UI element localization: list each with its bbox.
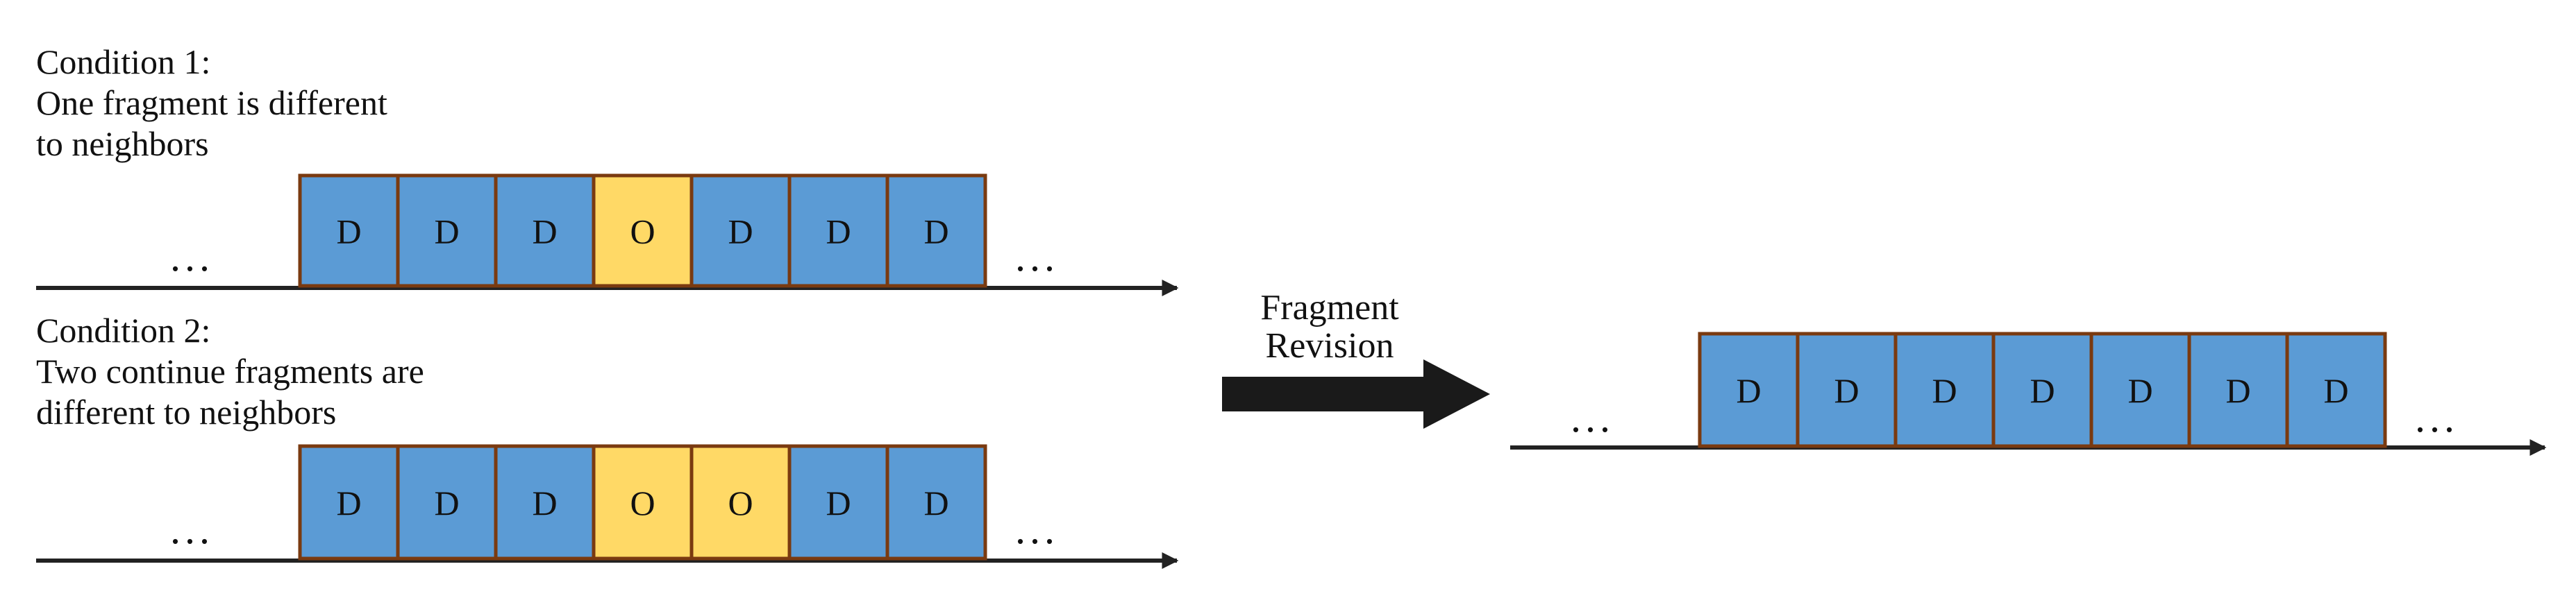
fragment-box xyxy=(1991,332,2093,448)
fragment-box xyxy=(1893,332,1996,448)
condition2-ellipsis-left: ... xyxy=(170,506,214,552)
revised-fragment-track: ... ... D D D D D D D xyxy=(1510,332,2547,456)
fragment-box xyxy=(1698,332,1800,448)
fragment-cell-default: D xyxy=(494,173,596,288)
condition1-title: Condition 1: xyxy=(36,42,210,81)
condition1-description-line1: One fragment is different xyxy=(36,83,387,122)
fragment-label: D xyxy=(1834,371,1859,410)
fragment-label: D xyxy=(1736,371,1761,410)
condition1-fragment-track: ... ... D D D O D D D xyxy=(36,173,1179,296)
fragment-box xyxy=(494,444,596,561)
fragment-label: D xyxy=(923,212,948,251)
fragment-cell-default: D xyxy=(1796,332,1898,448)
fragment-box xyxy=(885,444,987,561)
fragment-label: O xyxy=(630,484,655,522)
fragment-label: D xyxy=(336,484,361,522)
fragment-box xyxy=(396,173,498,288)
fragment-box xyxy=(396,444,498,561)
fragment-box xyxy=(298,444,400,561)
fragment-cell-default: D xyxy=(494,444,596,561)
condition2-title: Condition 2: xyxy=(36,311,210,350)
fragment-label: D xyxy=(532,212,557,251)
fragment-cell-default: D xyxy=(396,444,498,561)
fragment-cell-default: D xyxy=(298,444,400,561)
fragment-box xyxy=(1796,332,1898,448)
fragment-cell-default: D xyxy=(2285,332,2387,448)
condition2-description-line2: different to neighbors xyxy=(36,393,336,432)
fragment-revision-arrow: Fragment Revision xyxy=(1222,288,1490,429)
fragment-label: D xyxy=(434,212,459,251)
fragment-cell-default: D xyxy=(1893,332,1996,448)
fragment-cell-default: D xyxy=(885,444,987,561)
fragment-label: D xyxy=(532,484,557,522)
revision-label-line2: Revision xyxy=(1266,326,1394,366)
fragment-cell-default: D xyxy=(1991,332,2093,448)
condition2-label: Condition 2: Two continue fragments are … xyxy=(36,311,424,432)
fragment-cell-default: D xyxy=(787,173,889,288)
fragment-label: D xyxy=(434,484,459,522)
fragment-label: D xyxy=(826,484,851,522)
condition2-ellipsis-right: ... xyxy=(1015,506,1059,552)
condition1-description-line2: to neighbors xyxy=(36,124,209,163)
fragment-box xyxy=(494,173,596,288)
fragment-label: D xyxy=(923,484,948,522)
fragment-cell-default: D xyxy=(689,173,792,288)
fragment-label: D xyxy=(728,212,753,251)
fragment-label: D xyxy=(2225,371,2250,410)
fragment-box xyxy=(2285,332,2387,448)
condition1-ellipsis-right: ... xyxy=(1015,234,1059,280)
fragment-label: O xyxy=(630,212,655,251)
fragment-cell-outlier: O xyxy=(592,173,694,288)
fragment-label: D xyxy=(2030,371,2055,410)
fragment-cell-default: D xyxy=(2089,332,2191,448)
fragment-cell-default: D xyxy=(396,173,498,288)
fragment-cell-outlier: O xyxy=(689,444,792,561)
fragment-cell-outlier: O xyxy=(592,444,694,561)
condition2-description-line1: Two continue fragments are xyxy=(36,352,424,391)
fragment-label: D xyxy=(1932,371,1957,410)
fragment-label: D xyxy=(2127,371,2152,410)
condition1-label: Condition 1: One fragment is different t… xyxy=(36,42,387,163)
fragment-label: O xyxy=(728,484,753,522)
fragment-box xyxy=(885,173,987,288)
fragment-cell-default: D xyxy=(298,173,400,288)
revised-ellipsis-right: ... xyxy=(2415,395,2459,441)
condition2-fragment-track: ... ... D D D O O D D xyxy=(36,444,1179,569)
fragment-label: D xyxy=(336,212,361,251)
fragment-cell-default: D xyxy=(885,173,987,288)
condition1-ellipsis-left: ... xyxy=(170,234,214,280)
fragment-box xyxy=(689,444,792,561)
fragment-cell-default: D xyxy=(2187,332,2289,448)
right-arrow-icon xyxy=(1222,359,1490,429)
fragment-cell-default: D xyxy=(787,444,889,561)
fragment-cell-default: D xyxy=(1698,332,1800,448)
revision-label-line1: Fragment xyxy=(1260,288,1399,327)
fragment-label: D xyxy=(2323,371,2348,410)
fragment-box xyxy=(2089,332,2191,448)
fragment-label: D xyxy=(826,212,851,251)
revised-ellipsis-left: ... xyxy=(1571,395,1614,441)
fragment-box xyxy=(592,444,694,561)
